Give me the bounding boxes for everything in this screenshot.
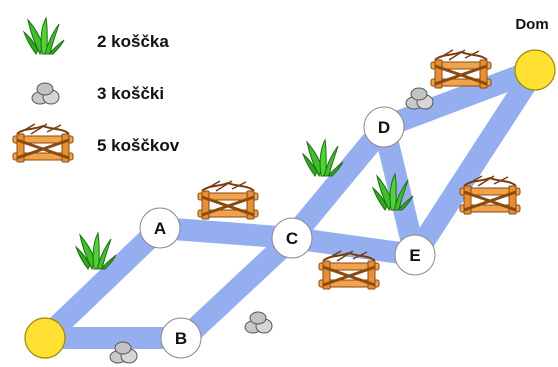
home-label: Dom [515, 16, 548, 33]
stones-icon [31, 82, 60, 105]
path-b-c [174, 227, 303, 349]
path-start-a [34, 217, 171, 349]
node-e-label: E [409, 246, 420, 265]
node-d: D [363, 106, 405, 148]
legend-label-fence: 5 koščkov [97, 136, 180, 155]
legend-label-stones: 3 koščki [97, 84, 164, 103]
node-b: B [160, 317, 202, 359]
stones-icon [244, 311, 273, 334]
path-a-c [149, 217, 303, 249]
node-a: A [139, 207, 181, 249]
node-c-label: C [286, 229, 298, 248]
grass-icon [23, 17, 65, 55]
path-e-home [404, 59, 546, 266]
node-b-label: B [175, 329, 187, 348]
legend-label-grass: 2 koščka [97, 32, 169, 51]
grass-icon [302, 139, 344, 177]
node-c: C [271, 217, 313, 259]
fence-icon [196, 179, 260, 221]
path-c-d [281, 116, 395, 249]
path-d-home [373, 59, 546, 138]
start-point [24, 317, 66, 359]
home-point [514, 49, 556, 91]
node-e: E [394, 234, 436, 276]
path-c-e [281, 227, 426, 266]
path-d-e [373, 116, 426, 266]
node-d-label: D [378, 118, 390, 137]
stones-icon [405, 87, 434, 110]
fence-icon [11, 122, 75, 164]
paths [34, 59, 546, 349]
fence-icon [429, 48, 493, 90]
legend: 2 koščka 3 koščki 5 koščkov [11, 17, 180, 164]
grass-icon [75, 232, 117, 270]
node-a-label: A [154, 219, 166, 238]
